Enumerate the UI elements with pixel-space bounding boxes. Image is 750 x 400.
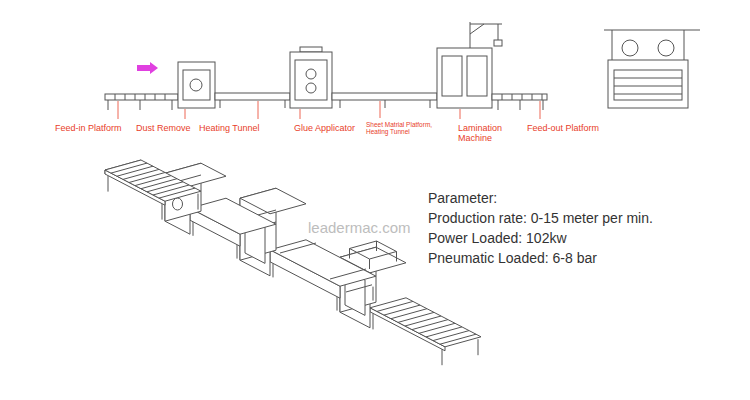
- callout-label: Sheet Matrial Platform, Heating Tunnel: [366, 121, 452, 136]
- watermark: leadermac.com: [308, 219, 411, 236]
- callout-label: Feed-out Platform: [527, 123, 599, 133]
- parameter-text: Pneumatic Loaded: 6-8 bar: [428, 250, 597, 266]
- isometric-view: [105, 160, 481, 365]
- callout-label: Feed-in Platform: [55, 123, 122, 133]
- leader-lines: [118, 101, 540, 119]
- parameter-text: Power Loaded: 102kw: [428, 230, 567, 246]
- callout-label: Dust Remove: [136, 123, 191, 133]
- side-elevation: [105, 22, 700, 110]
- callout-label: Glue Applicator: [294, 123, 355, 133]
- parameter-text: Parameter:: [428, 190, 497, 206]
- parameter-text: Production rate: 0-15 meter per min.: [428, 210, 653, 226]
- callout-label: Heating Tunnel: [199, 123, 260, 133]
- feed-arrow: [137, 62, 158, 74]
- callout-label: Lamination Machine: [458, 123, 512, 144]
